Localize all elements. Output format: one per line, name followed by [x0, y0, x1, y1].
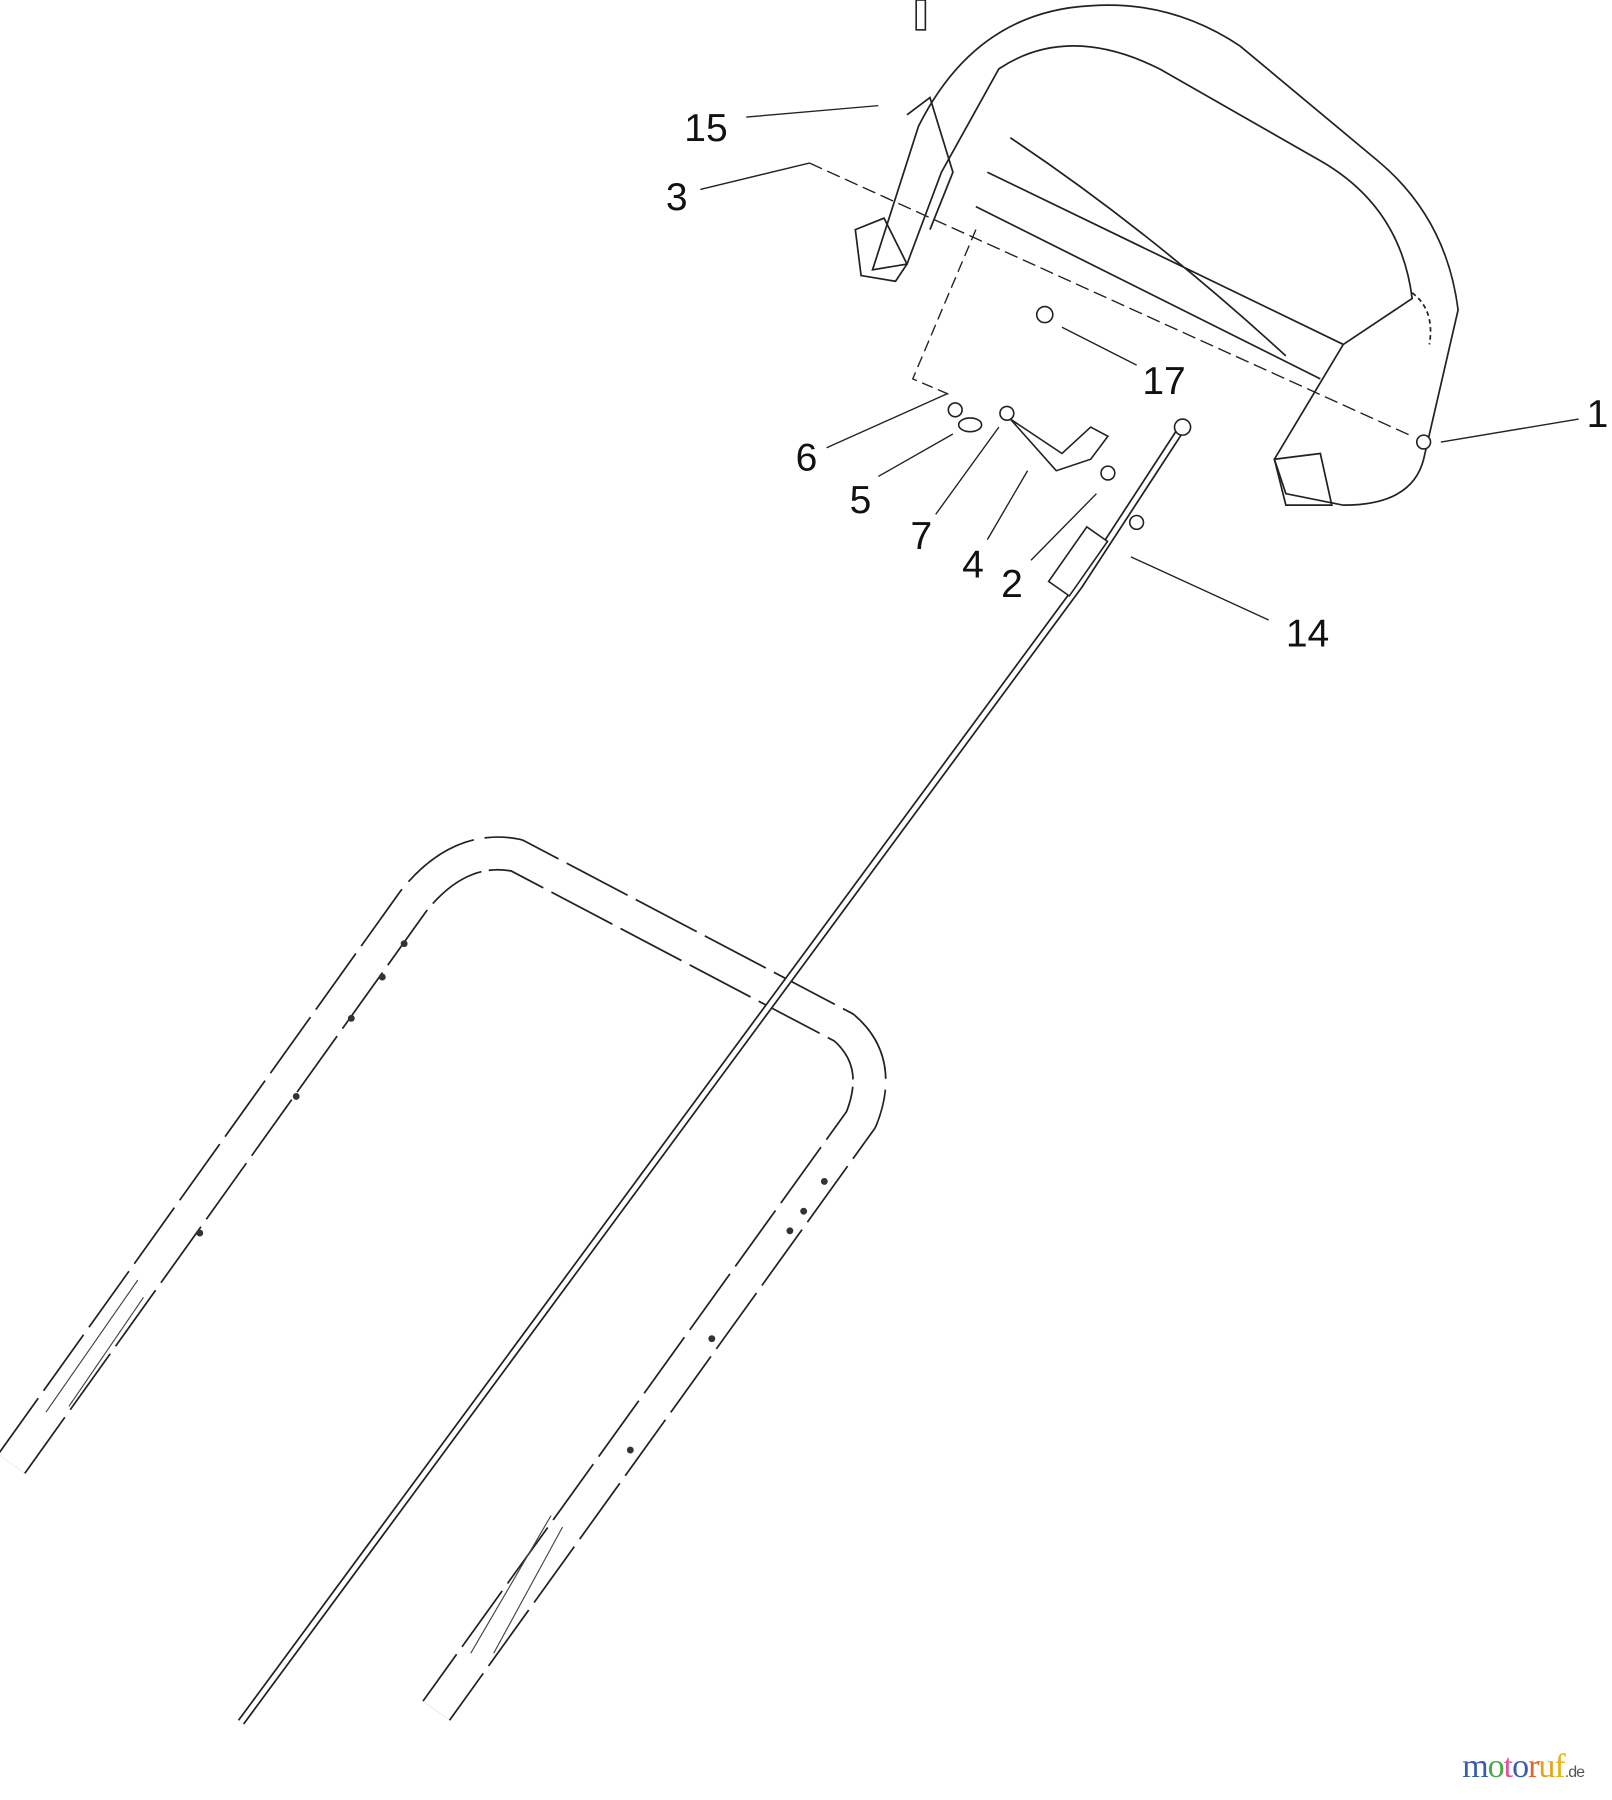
- lower-handle: [0, 836, 887, 1721]
- watermark-letter: o: [1512, 1748, 1529, 1785]
- control-cable: [237, 418, 1192, 1725]
- callout-3: 3: [666, 176, 688, 219]
- small-parts: [809, 0, 1432, 481]
- callout-6: 6: [796, 437, 818, 480]
- callout-5: 5: [850, 479, 872, 522]
- watermark-letter: t: [1503, 1748, 1514, 1785]
- callout-4: 4: [962, 543, 984, 586]
- watermark-letter: m: [1462, 1748, 1488, 1785]
- callout-1: 1: [1587, 393, 1609, 436]
- watermark-logo: motoruf.de: [1462, 1748, 1585, 1786]
- callout-17: 17: [1142, 360, 1185, 403]
- callout-14: 14: [1286, 612, 1329, 655]
- callout-15: 15: [684, 107, 727, 150]
- watermark-letter: u: [1538, 1748, 1555, 1785]
- callout-7: 7: [910, 515, 932, 558]
- watermark-letter: o: [1487, 1748, 1505, 1785]
- upper-handle: [854, 4, 1459, 507]
- leader-lines: [700, 104, 1579, 621]
- watermark-letter: f: [1554, 1748, 1565, 1785]
- watermark-suffix: .de: [1564, 1764, 1585, 1781]
- watermark-letter: r: [1528, 1748, 1539, 1785]
- callout-2: 2: [1001, 563, 1023, 606]
